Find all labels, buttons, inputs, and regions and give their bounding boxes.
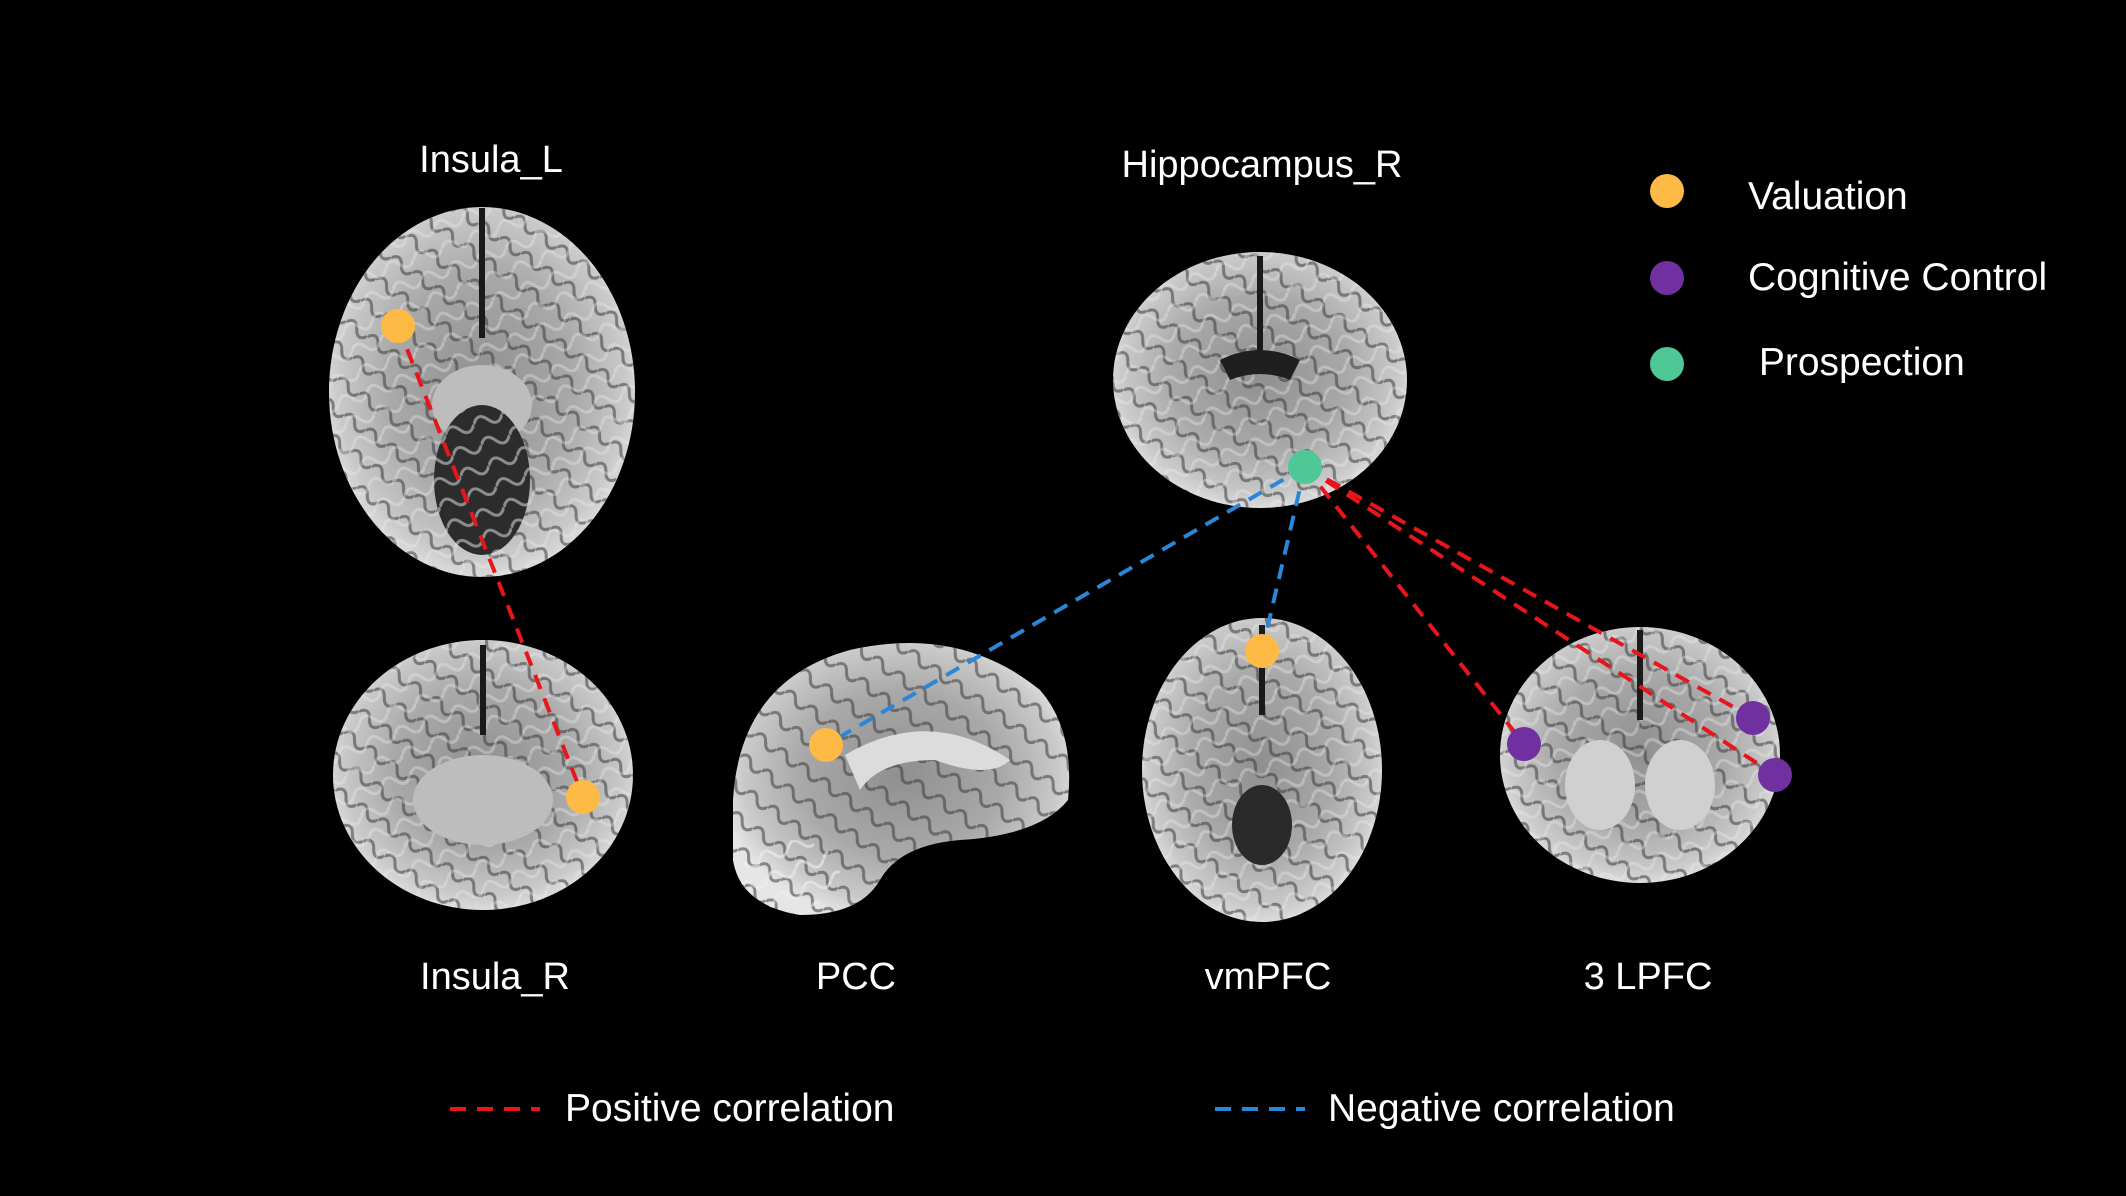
legend-prospection-dot xyxy=(1650,347,1684,381)
positive-line-lpfc-left xyxy=(1303,465,1526,746)
legend-valuation-label: Valuation xyxy=(1748,175,1908,218)
node-lpfc-bottom xyxy=(1758,758,1792,792)
node-vmpfc xyxy=(1245,634,1279,668)
positive-line-lpfc-bottom xyxy=(1303,465,1777,777)
brain-coronal-lpfc xyxy=(1500,627,1780,883)
node-insula-r xyxy=(566,780,600,814)
legend-prospection-label: Prospection xyxy=(1748,341,1965,384)
legend-cognitive-control-dot xyxy=(1650,261,1684,295)
legend-cognitive-control-label: Cognitive Control xyxy=(1748,256,2048,299)
node-pcc xyxy=(809,728,843,762)
positive-line-lpfc-top xyxy=(1304,465,1754,720)
node-lpfc-left xyxy=(1507,727,1541,761)
label-lpfc: 3 LPFC xyxy=(1583,956,1713,998)
legend-valuation-dot xyxy=(1650,174,1684,208)
label-hippocampus-r: Hippocampus_R xyxy=(1121,144,1403,186)
positive-line-insula xyxy=(396,325,585,798)
label-pcc: PCC xyxy=(815,956,897,998)
label-vmpfc: vmPFC xyxy=(1204,956,1332,998)
brain-axial-insula-l xyxy=(329,207,635,577)
legend-negative-label: Negative correlation xyxy=(1328,1087,1675,1130)
label-insula-l: Insula_L xyxy=(419,139,563,181)
brain-axial-vmpfc xyxy=(1142,618,1382,922)
label-insula-r: Insula_R xyxy=(420,956,570,998)
brain-coronal-insula-r xyxy=(333,640,633,910)
legend-positive-label: Positive correlation xyxy=(565,1087,895,1130)
brain-coronal-hippocampus-r xyxy=(1113,252,1407,508)
negative-line-vmpfc xyxy=(1260,466,1307,652)
node-lpfc-top xyxy=(1736,701,1770,735)
node-insula-l xyxy=(381,309,415,343)
negative-line-pcc xyxy=(824,465,1307,747)
node-hippocampus-r xyxy=(1288,450,1322,484)
brain-sagittal-pcc xyxy=(733,643,1070,915)
